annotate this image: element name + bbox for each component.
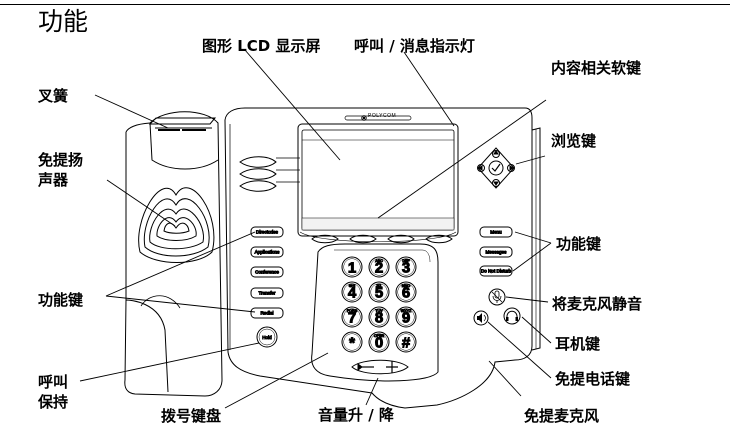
right-function-keys — [479, 226, 513, 277]
dialpad-key[interactable]: # — [395, 331, 417, 353]
left-key-conference[interactable]: Conference — [255, 269, 280, 275]
dialpad-letters: TUV — [375, 309, 383, 313]
volume-rocker-icon[interactable] — [351, 359, 409, 375]
dialpad-digit: 1 — [348, 260, 356, 277]
dialpad-key[interactable]: 1 — [341, 256, 363, 278]
callout-speaker-line1: 免提扬 — [38, 151, 84, 169]
callout-soft-keys: 内容相关软键 — [551, 59, 642, 77]
hold-button[interactable] — [256, 326, 278, 348]
leader-lines — [79, 49, 552, 409]
soft-keys — [299, 231, 457, 244]
left-key-transfer[interactable]: Transfer — [258, 290, 276, 296]
callout-handsfree-mic: 免提麦克风 — [524, 407, 600, 425]
dialpad-letters: WXYZ — [401, 309, 412, 313]
right-key-do-not-disturb[interactable]: Do Not Disturb — [480, 268, 512, 274]
left-function-keys — [250, 226, 284, 319]
dialpad-letters: PQRS — [347, 309, 358, 313]
left-key-applications[interactable]: Applications — [254, 249, 280, 255]
callout-func-keys-left: 功能键 — [38, 291, 84, 309]
speaker-icon[interactable] — [473, 310, 489, 326]
callout-speaker-line2: 声器 — [38, 171, 69, 189]
callout-lcd: 图形 LCD 显示屏 — [202, 37, 321, 55]
dialpad-letters: GHI — [349, 284, 355, 288]
dialpad-digit: 7 — [348, 310, 356, 327]
dialpad-panel — [311, 243, 439, 382]
dialpad-digit: 0 — [375, 335, 383, 352]
dialpad-letters: ABC — [375, 259, 383, 263]
dialpad-digit: 9 — [402, 310, 410, 327]
dialpad-letters: JKL — [376, 284, 382, 288]
callout-headset: 耳机键 — [555, 335, 601, 353]
callout-hook: 叉簧 — [38, 87, 69, 105]
callout-scroll-keys: 浏览键 — [551, 132, 597, 150]
callout-hold-line1: 呼叫 — [38, 373, 69, 391]
dialpad-letters: MNO — [402, 284, 411, 288]
callout-speakerphone: 免提电话键 — [555, 370, 631, 388]
dialpad-digit: # — [402, 335, 411, 352]
left-key-directories[interactable]: Directories — [256, 229, 280, 235]
line-keys — [239, 156, 300, 192]
right-key-menu[interactable]: Menu — [490, 229, 503, 235]
phone-body — [224, 107, 533, 409]
headset-icon[interactable] — [503, 307, 521, 325]
dialpad-digit: 5 — [375, 285, 383, 302]
right-key-messages[interactable]: Messages — [485, 249, 508, 255]
dialpad-digit: 6 — [402, 285, 410, 302]
brand-label: POLYCOM — [368, 113, 397, 119]
top-rule — [0, 4, 730, 5]
lcd-screen — [297, 123, 459, 237]
dialpad-digit: 4 — [348, 285, 357, 302]
dialpad-letters: OPER — [374, 334, 385, 338]
dialpad-digit: 3 — [402, 260, 410, 277]
dialpad-key[interactable]: * — [341, 331, 363, 353]
hold-key-label: Hold — [262, 335, 272, 340]
message-indicator — [344, 115, 412, 121]
hook-switch — [148, 117, 217, 131]
four-way-navigation-icon[interactable] — [477, 147, 515, 189]
dialpad-digit: 8 — [375, 310, 383, 327]
callout-dialpad: 拨号键盘 — [161, 407, 222, 425]
page-title: 功能 — [38, 7, 89, 36]
callout-hold-line2: 保持 — [38, 393, 69, 411]
handset — [124, 111, 223, 397]
dialpad-letters: DEF — [402, 259, 410, 263]
left-key-redial[interactable]: Redial — [260, 310, 274, 316]
callout-msg-indicator: 呼叫 / 消息指示灯 — [354, 37, 475, 55]
callout-func-keys-right: 功能键 — [556, 235, 602, 253]
callout-mute: 将麦克风静音 — [552, 295, 643, 313]
callout-volume: 音量升 / 降 — [318, 406, 394, 424]
polycom-logo-icon — [361, 115, 367, 121]
dialpad-digit: * — [349, 335, 355, 352]
speaker-grille — [138, 187, 215, 263]
dialpad-digit: 2 — [375, 260, 383, 277]
microphone-mute-icon[interactable] — [488, 288, 506, 306]
